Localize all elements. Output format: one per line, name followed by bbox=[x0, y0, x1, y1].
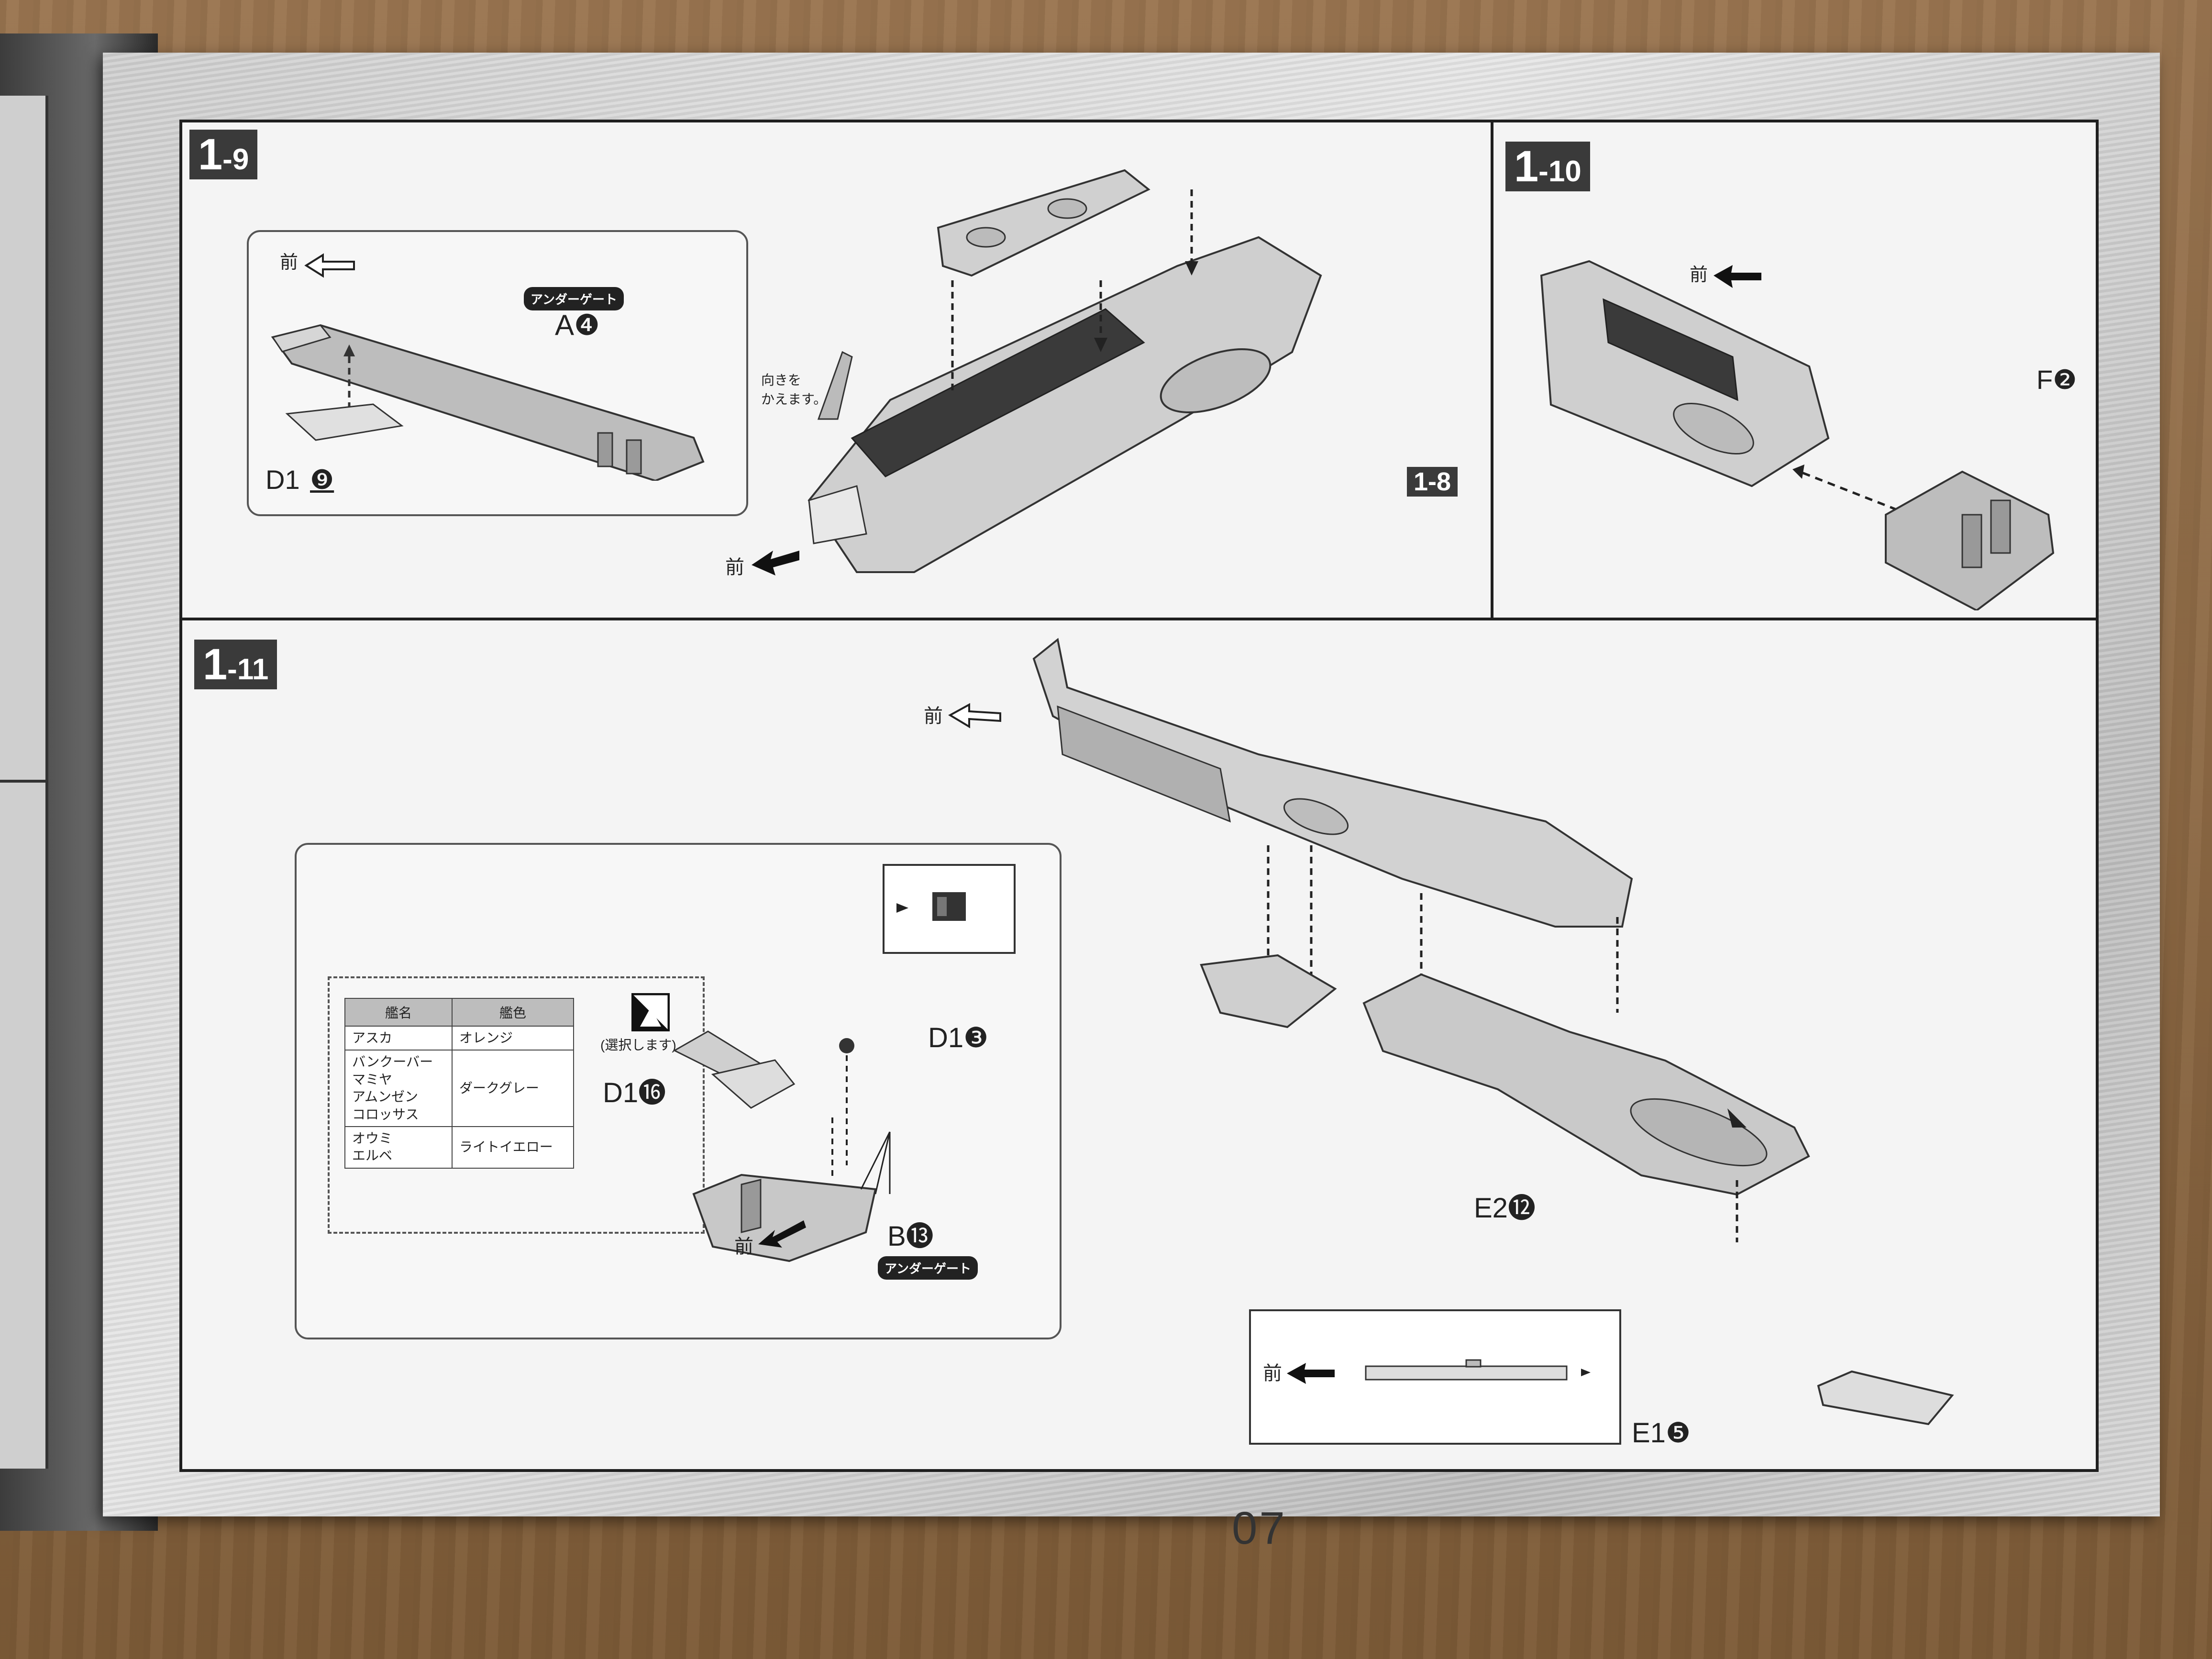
front-arrow-solid-icon bbox=[758, 1220, 806, 1248]
panel-divider-vertical bbox=[1491, 122, 1493, 618]
under-gate-badge: アンダーゲート bbox=[878, 1256, 978, 1280]
ship-color-table: 艦名 艦色 アスカ オレンジ バンクーバー マミヤ アムンゼン コロッサス ダー… bbox=[344, 998, 574, 1169]
front-label-inset: 前 bbox=[734, 1236, 753, 1257]
front-arrow-solid-icon bbox=[1714, 265, 1761, 288]
step-1-10-number: 1-10 bbox=[1505, 142, 1590, 191]
orientation-note-1: 向きを bbox=[761, 373, 802, 387]
front-label: 前 bbox=[280, 253, 299, 273]
table-cell-color: オレンジ bbox=[452, 1025, 574, 1051]
e1-part-drawing bbox=[1817, 1370, 1954, 1426]
step-number-sub: -9 bbox=[222, 143, 249, 176]
part-b-label: B⓭ bbox=[887, 1221, 934, 1252]
step-number-main: 1 bbox=[1514, 142, 1539, 191]
part-e2-label: E2⓬ bbox=[1474, 1193, 1536, 1224]
step-number-main: 1 bbox=[198, 130, 223, 179]
color-table-box bbox=[328, 976, 705, 1234]
step-1-11-panel: 1-11 前 艦名 艦色 アスカ オレンジ bbox=[182, 620, 2096, 1469]
under-gate-badge: アンダーゲート bbox=[524, 287, 624, 310]
e1-orientation-box: 前 bbox=[1249, 1309, 1621, 1445]
e1-side-view-drawing bbox=[1365, 1359, 1591, 1381]
front-arrow-solid-icon bbox=[752, 551, 799, 575]
detail-callout-box bbox=[883, 864, 1016, 954]
part-f-label: F❷ bbox=[2036, 365, 2077, 395]
front-label-small: 前 bbox=[1263, 1363, 1282, 1384]
hull-part-drawing bbox=[271, 324, 705, 481]
step-number-main: 1 bbox=[203, 640, 228, 689]
step-1-9-inset: 前 アンダーゲート A❹ D1 ❾ bbox=[247, 230, 748, 516]
part-a-label: A❹ bbox=[555, 309, 600, 341]
table-row: アスカ オレンジ bbox=[344, 1025, 574, 1051]
table-row: バンクーバー マミヤ アムンゼン コロッサス ダークグレー bbox=[344, 1050, 574, 1127]
table-header-ship-color: 艦色 bbox=[452, 998, 574, 1027]
front-label: 前 bbox=[924, 706, 943, 727]
step-1-9-panel: 1-9 前 アンダーゲート A❹ bbox=[182, 122, 1491, 618]
table-header-ship-name: 艦名 bbox=[344, 998, 453, 1027]
ship-hull-assembly-drawing bbox=[807, 169, 1322, 573]
table-cell-names: アスカ bbox=[344, 1025, 453, 1051]
ref-step-label: 1-8 bbox=[1414, 467, 1451, 496]
step-1-9-number: 1-9 bbox=[189, 130, 258, 179]
part-d1-label: D1 bbox=[265, 465, 300, 495]
table-cell-color: ライトイエロー bbox=[452, 1126, 574, 1169]
page-number: 07 bbox=[1232, 1503, 1287, 1554]
table-cell-names: オウミ エルベ bbox=[344, 1126, 453, 1169]
instruction-page: 1-9 前 アンダーゲート A❹ bbox=[103, 53, 2160, 1554]
part-e1-label: E1❺ bbox=[1632, 1417, 1691, 1449]
selection-note: (選択します) bbox=[600, 1038, 676, 1052]
front-arrow-solid-icon bbox=[1287, 1363, 1335, 1384]
front-label-main: 前 bbox=[725, 557, 744, 578]
table-cell-names: バンクーバー マミヤ アムンゼン コロッサス bbox=[344, 1050, 453, 1127]
step-1-10-panel: 1-10 前 F❷ bbox=[1493, 122, 2096, 618]
part-d1-3-label: D1❸ bbox=[928, 1022, 989, 1053]
part-d1-number: ❾ bbox=[310, 465, 334, 495]
bridge-parts-drawing bbox=[673, 1030, 891, 1262]
ship-underside-assembly-drawing bbox=[1032, 638, 1810, 1242]
step-number-sub: -10 bbox=[1538, 155, 1582, 188]
orientation-note-2: かえます。 bbox=[761, 392, 827, 407]
step-1-11-inset: 艦名 艦色 アスカ オレンジ バンクーバー マミヤ アムンゼン コロッサス ダー… bbox=[295, 843, 1062, 1339]
part-d1-16-label: D1⓰ bbox=[603, 1077, 666, 1108]
panel-divider-horizontal bbox=[182, 618, 2096, 620]
table-row: オウミ エルベ ライトイエロー bbox=[344, 1126, 574, 1169]
ref-step-1-8: 1-8 bbox=[1407, 467, 1458, 497]
peg-part-detail bbox=[896, 892, 966, 921]
table-cell-color: ダークグレー bbox=[452, 1050, 574, 1127]
selection-icon bbox=[631, 993, 670, 1031]
front-label: 前 bbox=[1690, 265, 1708, 285]
step-1-11-number: 1-11 bbox=[194, 640, 277, 689]
stern-assembly-drawing bbox=[1540, 260, 2055, 610]
front-arrow-icon bbox=[304, 253, 355, 278]
instruction-frame: 1-9 前 アンダーゲート A❹ bbox=[179, 120, 2099, 1472]
front-arrow-icon bbox=[948, 703, 1001, 729]
step-number-sub: -11 bbox=[227, 653, 269, 686]
left-page-divider bbox=[0, 780, 45, 783]
